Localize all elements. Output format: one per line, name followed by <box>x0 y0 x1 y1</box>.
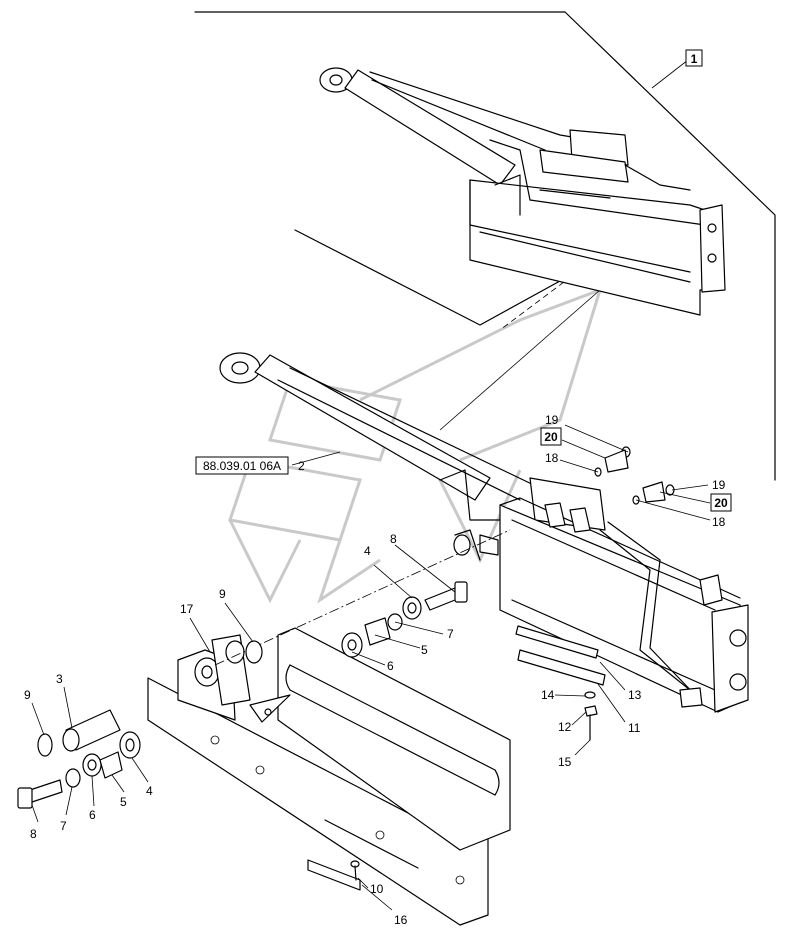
callout-18a: 18 <box>545 451 559 465</box>
wear-strips <box>307 625 606 891</box>
callout-5a: 5 <box>421 643 428 657</box>
callout-8b: 8 <box>30 827 37 841</box>
upper-cylinder-assembly <box>319 67 726 316</box>
pin-and-washers-left <box>17 709 141 809</box>
callout-7a: 7 <box>447 627 454 641</box>
ref-box-20a: 20 <box>540 427 562 446</box>
callout-3: 3 <box>56 672 63 686</box>
pin-and-washers-right <box>245 581 468 664</box>
callout-14: 14 <box>541 688 555 702</box>
alignment-line <box>214 529 511 666</box>
callout-11: 11 <box>628 721 641 735</box>
ref-label-assembly: 88.039.01 06A <box>203 459 281 473</box>
callout-9a: 9 <box>219 587 226 601</box>
leader-lines <box>31 59 711 911</box>
callout-10: 10 <box>370 882 384 896</box>
ref-label-20b: 20 <box>714 496 728 510</box>
callout-4b: 4 <box>146 784 153 798</box>
callout-6a: 6 <box>387 659 394 673</box>
ref-box-20b: 20 <box>710 493 732 512</box>
mounting-bracket <box>147 627 511 926</box>
ref-label-1: 1 <box>691 52 698 66</box>
callout-13: 13 <box>628 688 642 702</box>
callout-4a: 4 <box>364 544 371 558</box>
callout-16: 16 <box>394 913 408 927</box>
assembly-frame-lines <box>194 11 776 481</box>
main-cylinder-assembly <box>219 352 749 713</box>
fittings-group <box>594 446 675 505</box>
callout-12: 12 <box>558 720 572 734</box>
ref-box-assembly: 88.039.01 06A <box>195 456 289 475</box>
ref-box-1: 1 <box>685 49 703 67</box>
callout-19b: 19 <box>712 478 726 492</box>
callout-8a: 8 <box>390 532 397 546</box>
callout-19a: 19 <box>545 413 559 427</box>
callout-6b: 6 <box>89 808 96 822</box>
callout-2: 2 <box>298 459 305 473</box>
callout-5b: 5 <box>120 795 127 809</box>
callout-7b: 7 <box>60 819 67 833</box>
callout-9b: 9 <box>24 688 31 702</box>
ref-label-20a: 20 <box>544 430 558 444</box>
callout-18b: 18 <box>712 515 726 529</box>
callout-15: 15 <box>558 755 572 769</box>
callout-17: 17 <box>180 602 194 616</box>
